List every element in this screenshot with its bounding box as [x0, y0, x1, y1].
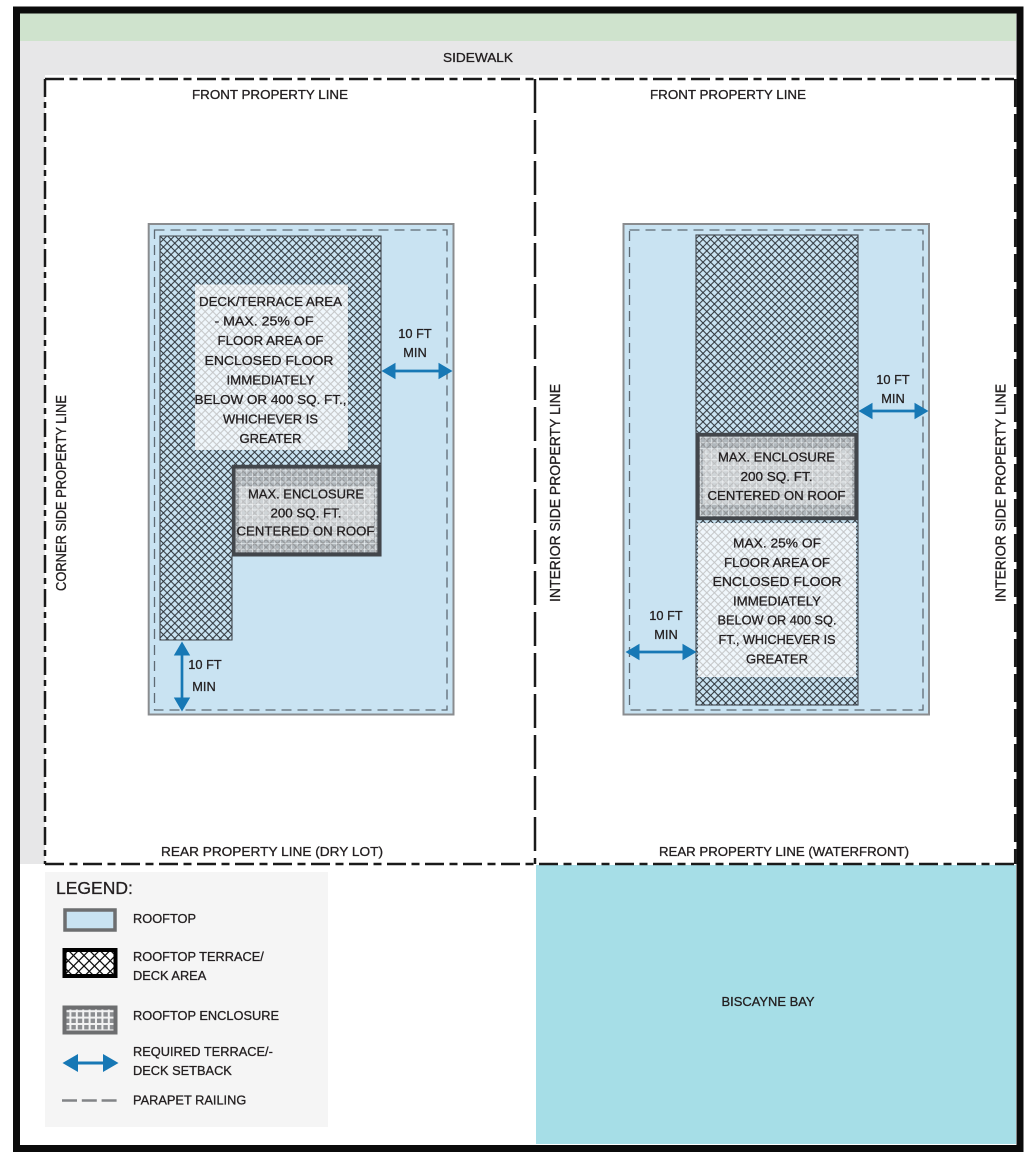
svg-text:INTERIOR SIDE PROPERTY LINE: INTERIOR SIDE PROPERTY LINE [548, 384, 564, 602]
svg-text:LEGEND:: LEGEND: [56, 878, 133, 898]
svg-text:REAR PROPERTY LINE (WATERFRONT: REAR PROPERTY LINE (WATERFRONT) [659, 845, 909, 859]
svg-text:SIDEWALK: SIDEWALK [443, 51, 514, 65]
svg-text:FRONT PROPERTY LINE: FRONT PROPERTY LINE [650, 88, 806, 102]
svg-text:GREATER: GREATER [240, 431, 302, 446]
svg-text:MAX. ENCLOSURE: MAX. ENCLOSURE [248, 487, 364, 502]
svg-text:10 FT: 10 FT [398, 326, 432, 341]
svg-text:DECK SETBACK: DECK SETBACK [133, 1063, 232, 1078]
svg-text:ROOFTOP: ROOFTOP [133, 911, 196, 926]
svg-text:ROOFTOP TERRACE/: ROOFTOP TERRACE/ [133, 949, 264, 964]
svg-text:FLOOR AREA OF: FLOOR AREA OF [218, 333, 324, 348]
svg-text:MAX. 25% OF: MAX. 25% OF [733, 536, 821, 551]
svg-text:MIN: MIN [192, 679, 215, 694]
svg-text:BISCAYNE BAY: BISCAYNE BAY [722, 995, 816, 1009]
svg-text:MIN: MIN [403, 345, 426, 360]
svg-text:IMMEDIATELY: IMMEDIATELY [733, 593, 821, 608]
svg-text:DECK/TERRACE AREA: DECK/TERRACE AREA [199, 294, 342, 309]
svg-text:GREATER: GREATER [746, 651, 808, 666]
svg-text:BELOW OR 400 SQ.: BELOW OR 400 SQ. [718, 613, 837, 628]
svg-text:- MAX. 25% OF: - MAX. 25% OF [215, 314, 314, 329]
svg-text:200 SQ. FT.: 200 SQ. FT. [741, 469, 813, 484]
svg-text:REAR PROPERTY LINE (DRY LOT): REAR PROPERTY LINE (DRY LOT) [161, 845, 383, 859]
svg-text:MAX. ENCLOSURE: MAX. ENCLOSURE [718, 450, 835, 465]
svg-text:10 FT: 10 FT [649, 608, 683, 623]
svg-text:MIN: MIN [881, 391, 904, 406]
svg-text:WHICHEVER IS: WHICHEVER IS [223, 412, 318, 427]
svg-text:INTERIOR SIDE PROPERTY LINE: INTERIOR SIDE PROPERTY LINE [994, 384, 1010, 602]
svg-text:DECK AREA: DECK AREA [133, 968, 207, 983]
svg-text:200 SQ. FT.: 200 SQ. FT. [271, 506, 342, 521]
svg-text:CENTERED ON ROOF: CENTERED ON ROOF [708, 488, 846, 503]
svg-text:MIN: MIN [654, 627, 677, 642]
svg-text:10 FT: 10 FT [188, 657, 222, 672]
svg-text:FT., WHICHEVER IS: FT., WHICHEVER IS [719, 632, 836, 647]
svg-text:CENTERED ON ROOF: CENTERED ON ROOF [237, 524, 375, 539]
svg-text:ENCLOSED FLOOR: ENCLOSED FLOOR [205, 353, 334, 368]
svg-text:IMMEDIATELY: IMMEDIATELY [227, 372, 315, 387]
svg-text:ENCLOSED FLOOR: ENCLOSED FLOOR [713, 574, 842, 589]
svg-text:ROOFTOP ENCLOSURE: ROOFTOP ENCLOSURE [133, 1008, 279, 1023]
svg-text:REQUIRED TERRACE/-: REQUIRED TERRACE/- [133, 1044, 273, 1059]
svg-text:FRONT PROPERTY LINE: FRONT PROPERTY LINE [192, 88, 348, 102]
svg-text:CORNER SIDE PROPERTY LINE: CORNER SIDE PROPERTY LINE [54, 395, 70, 591]
svg-text:FLOOR AREA OF: FLOOR AREA OF [724, 555, 830, 570]
svg-text:PARAPET RAILING: PARAPET RAILING [133, 1093, 246, 1108]
svg-text:BELOW OR 400 SQ. FT.,: BELOW OR 400 SQ. FT., [195, 392, 347, 407]
svg-text:10 FT: 10 FT [876, 372, 910, 387]
